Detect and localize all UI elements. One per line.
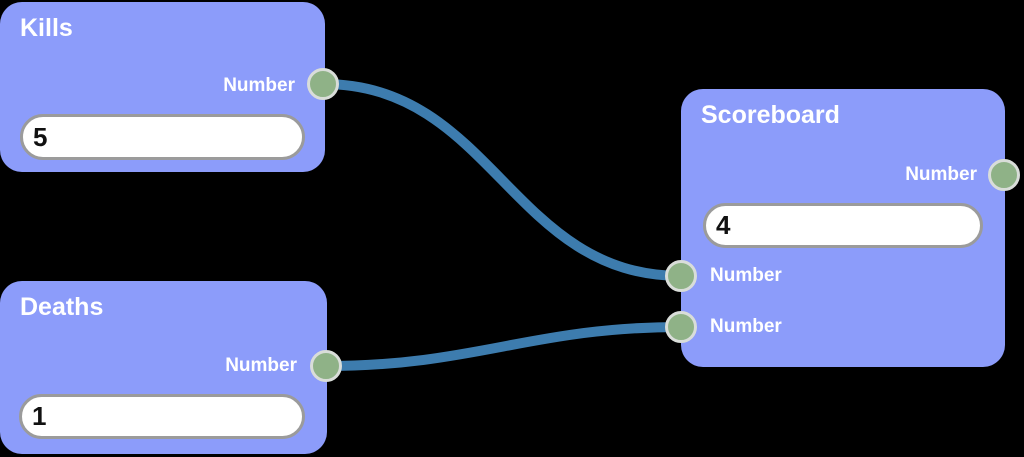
- node-kills[interactable]: Kills Number: [0, 2, 339, 172]
- scoreboard-value-input[interactable]: [703, 203, 983, 248]
- deaths-value-input[interactable]: [19, 394, 305, 439]
- node-scoreboard[interactable]: Scoreboard Number Number Number: [665, 89, 1020, 367]
- output-port-label: Number: [223, 75, 295, 96]
- connection-wire-deaths-to-scoreboard[interactable]: [321, 322, 686, 371]
- output-port-scoreboard-number[interactable]: [988, 159, 1020, 191]
- input-port-scoreboard-number-1[interactable]: [665, 260, 697, 292]
- node-title: Deaths: [20, 293, 104, 321]
- output-port-deaths-number[interactable]: [310, 350, 342, 382]
- kills-value-input[interactable]: [20, 114, 305, 160]
- output-port-label: Number: [905, 164, 977, 185]
- node-title: Kills: [20, 14, 73, 42]
- node-deaths[interactable]: Deaths Number: [0, 281, 342, 454]
- input-port-label: Number: [710, 265, 782, 286]
- output-port-label: Number: [225, 355, 297, 376]
- input-port-label: Number: [710, 316, 782, 337]
- output-port-kills-number[interactable]: [307, 68, 339, 100]
- node-title: Scoreboard: [701, 101, 840, 129]
- input-port-scoreboard-number-2[interactable]: [665, 311, 697, 343]
- connection-wire-kills-to-scoreboard[interactable]: [318, 79, 686, 281]
